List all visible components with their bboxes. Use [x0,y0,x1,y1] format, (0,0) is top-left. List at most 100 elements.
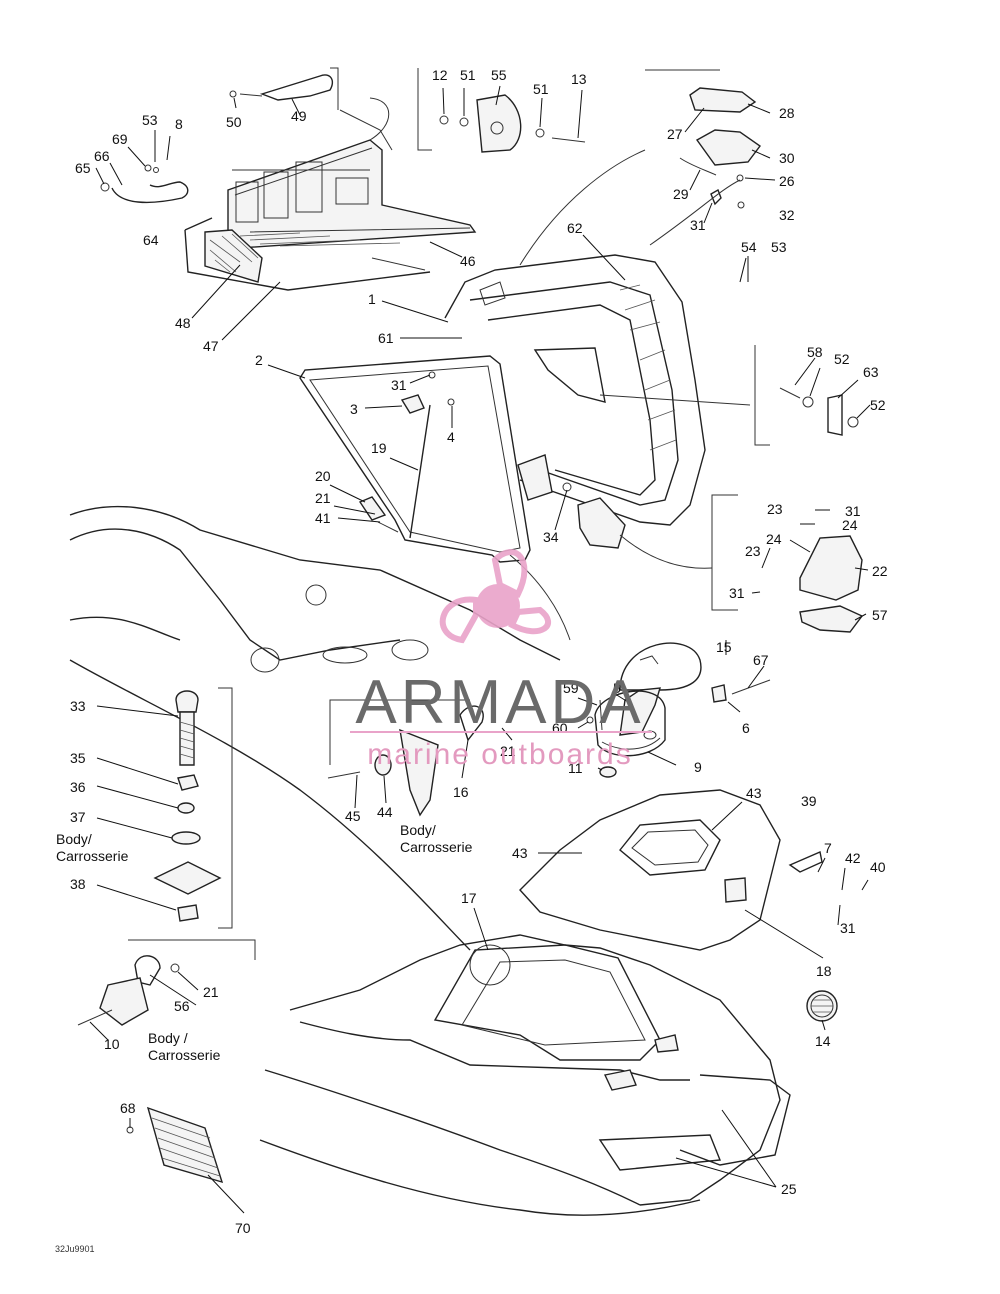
callout-53a: 53 [142,112,158,128]
callout-23a: 23 [767,501,783,517]
callout-7: 7 [824,840,832,856]
leader-lines [89,85,871,1214]
callout-68: 68 [120,1100,136,1116]
callout-66: 66 [94,148,110,164]
callout-31e: 31 [840,920,856,936]
callout-31b: 31 [690,217,706,233]
callout-55: 55 [491,67,507,83]
hinge-plate-55-part [476,94,522,153]
gasket-part [299,355,531,563]
body-label-lower-line1: Body / [148,1030,188,1046]
hinge-bracket-57-part [799,605,864,633]
callout-46: 46 [460,253,476,269]
clamp-16-part [459,705,484,742]
callout-33: 33 [70,698,86,714]
callout-69: 69 [112,131,128,147]
body-label-left-line1: Body/ [56,831,92,847]
callout-57: 57 [872,607,888,623]
callout-44: 44 [377,804,393,820]
nut-65 [100,182,110,192]
rear-cover-part [519,642,823,951]
callout-12: 12 [432,67,448,83]
callout-15: 15 [716,639,732,655]
part-drawings [69,74,864,1216]
callout-31c: 31 [845,503,861,519]
callout-67: 67 [753,652,769,668]
callout-65: 65 [75,160,91,176]
callout-38: 38 [70,876,86,892]
callout-18: 18 [816,963,832,979]
storage-bin-part [227,97,477,249]
callout-64: 64 [143,232,159,248]
callout-52b: 52 [870,397,886,413]
callout-41: 41 [315,510,331,526]
callout-62: 62 [567,220,583,236]
callout-19: 19 [371,440,387,456]
body-label-left-line2: Carrosserie [56,848,129,864]
callout-70: 70 [235,1220,251,1236]
callout-28: 28 [779,105,795,121]
callout-51a: 51 [460,67,476,83]
callout-39: 39 [801,793,817,809]
callout-40: 40 [870,859,886,875]
callout-21a: 21 [315,490,331,506]
strap-part [111,181,189,204]
callout-20: 20 [315,468,331,484]
callout-13: 13 [571,71,587,87]
callout-5: 5 [613,680,621,696]
callout-54: 54 [741,239,757,255]
bolt-stack-part [153,690,222,922]
callout-27: 27 [667,126,683,142]
callout-23b: 23 [745,543,761,559]
callout-25: 25 [781,1181,797,1197]
callout-8: 8 [175,116,183,132]
nut-53-top [153,167,159,173]
callout-56: 56 [174,998,190,1014]
hinge-bracket-22-part [799,535,863,601]
latch-assembly-part [679,87,761,209]
callout-37: 37 [70,809,86,825]
bracket-49-part [259,74,334,101]
callout-1: 1 [368,291,376,307]
washer-69 [144,164,152,172]
callout-52a: 52 [834,351,850,367]
callout-6: 6 [742,720,750,736]
clip-20-part [358,496,387,521]
callout-43b: 43 [512,845,528,861]
callout-36: 36 [70,779,86,795]
callout-53b: 53 [771,239,787,255]
callout-49: 49 [291,108,307,124]
diagram-code: 32Ju9901 [55,1244,95,1254]
callout-48: 48 [175,315,191,331]
callout-45: 45 [345,808,361,824]
callout-4: 4 [447,429,455,445]
callout-10: 10 [104,1036,120,1052]
liner-panel-part [184,217,431,291]
callout-61: 61 [378,330,394,346]
body-label-mid-line2: Carrosserie [400,839,473,855]
callout-31d: 31 [729,585,745,601]
watermark-tagline: marine outboards [367,738,632,771]
hood-frame-part [444,149,706,526]
callout-21b: 21 [500,743,516,759]
callout-29: 29 [673,186,689,202]
callout-47: 47 [203,338,219,354]
callout-9: 9 [694,759,702,775]
callout-24b: 24 [766,531,782,547]
callout-2: 2 [255,352,263,368]
callout-42: 42 [845,850,861,866]
callout-16: 16 [453,784,469,800]
clamp-56-part [134,955,161,986]
vent-grille-part [146,1106,224,1184]
bracket-63-part [827,394,843,436]
callout-51b: 51 [533,81,549,97]
callout-35: 35 [70,750,86,766]
watermark-name: ARMADA [355,668,644,737]
callout-32: 32 [779,207,795,223]
callout-17: 17 [461,890,477,906]
callout-50: 50 [226,114,242,130]
hinge-bracket-34-part [577,497,626,549]
callout-labels: 1 2 3 4 5 6 7 8 9 10 11 12 13 14 15 16 1… [70,67,888,1236]
callout-30: 30 [779,150,795,166]
